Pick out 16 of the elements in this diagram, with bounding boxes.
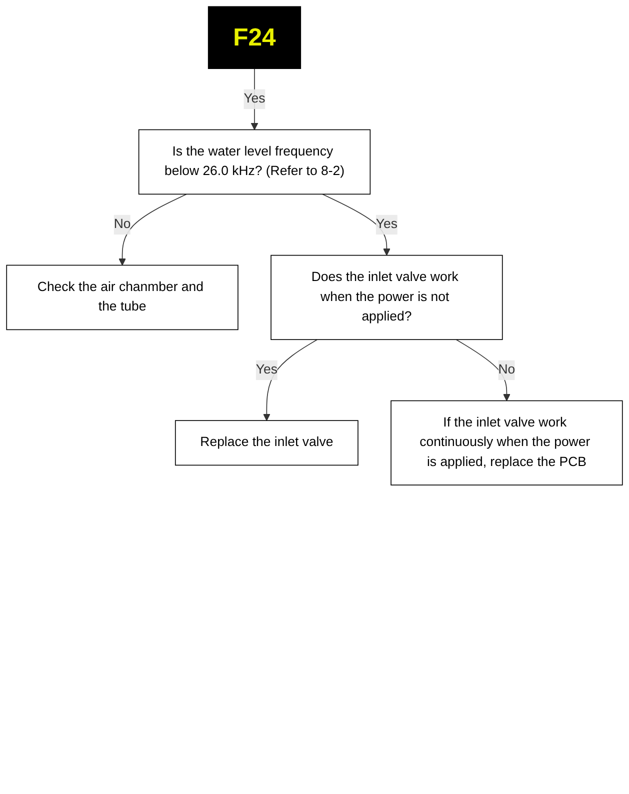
node-box: If the inlet valve work continuously when the power is applied, replace the PCB (390, 400, 623, 486)
node-box: Replace the inlet valve (174, 420, 358, 466)
edge-label: No (498, 362, 516, 377)
edge-label: Yes (376, 217, 398, 232)
arrow (250, 68, 258, 130)
node-box: F24 (208, 6, 302, 69)
edge-label: Yes (244, 92, 266, 106)
arrow (456, 339, 510, 402)
arrow (263, 339, 318, 421)
node-box: Check the air chanmber and the tube (6, 264, 238, 330)
edge-label: Yes (256, 362, 278, 377)
arrow (322, 194, 390, 256)
node-box: Is the water level frequency below 26.0 kHz? (Refer to 8-2) (138, 129, 371, 195)
edge-label: No (114, 217, 131, 232)
node-box: Does the inlet valve work when the power is not applied? (270, 254, 503, 340)
arrow (118, 194, 188, 266)
